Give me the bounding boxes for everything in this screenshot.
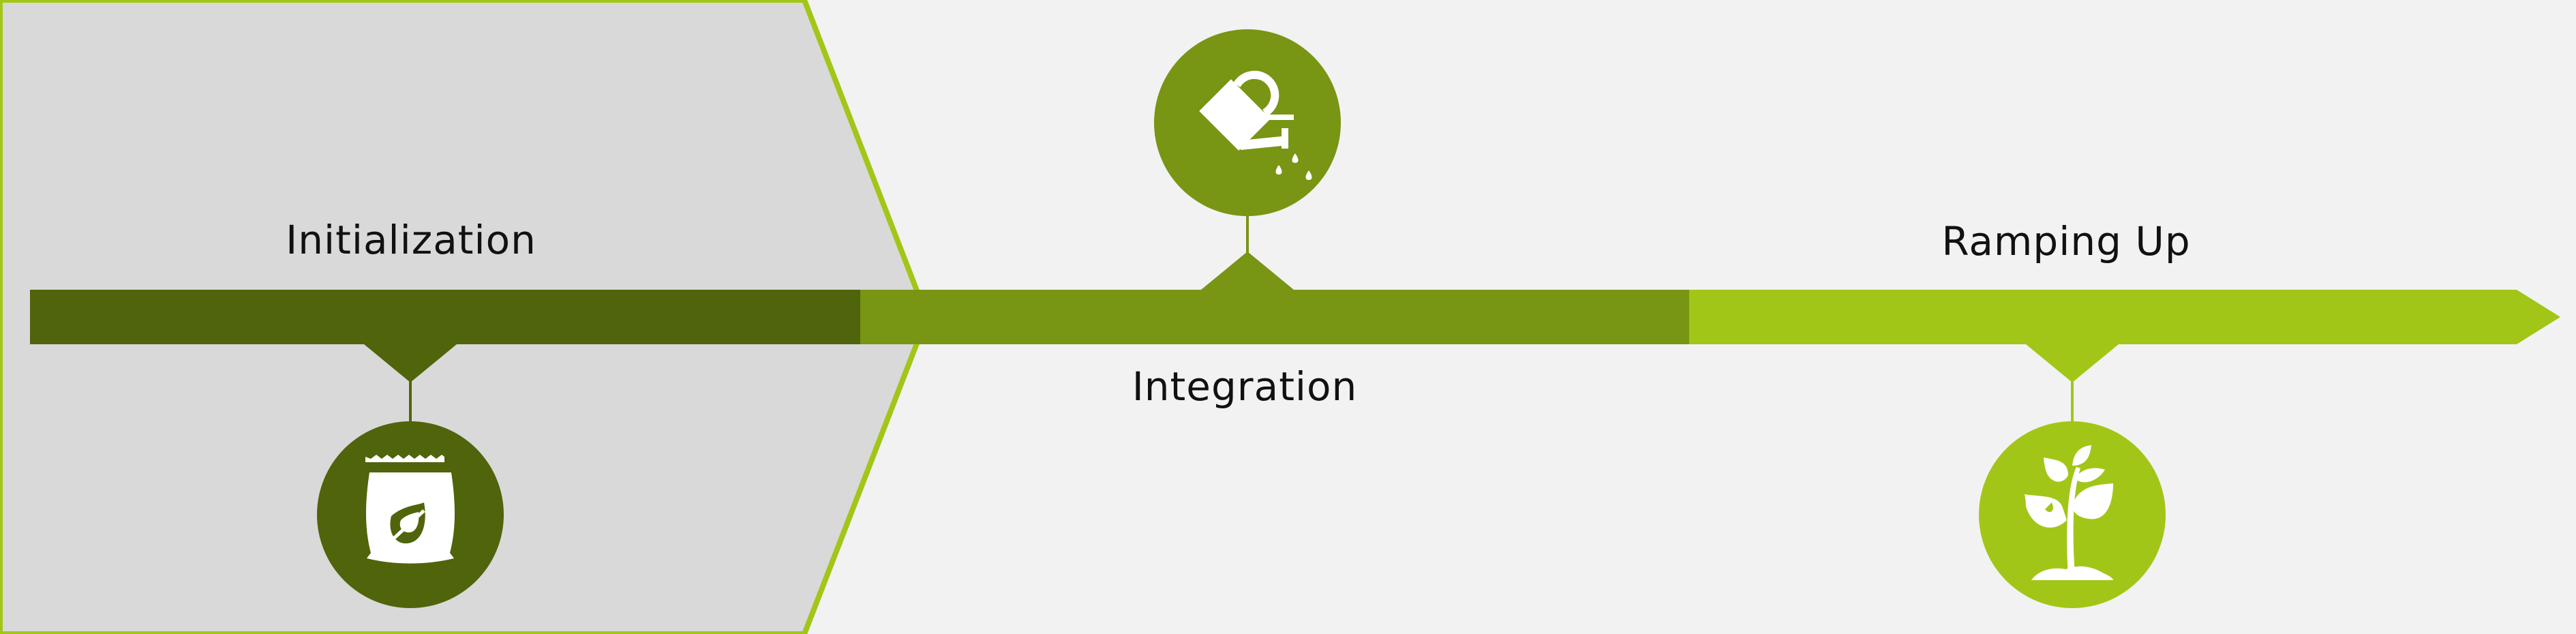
stage-label-integration: Integration xyxy=(1132,363,1358,410)
connector-notch xyxy=(1201,252,1294,290)
stage-label-ramping-up: Ramping Up xyxy=(1941,218,2191,265)
connector-notch xyxy=(364,344,457,382)
connector-notch xyxy=(2026,344,2119,382)
stage-marker-initialization xyxy=(317,344,504,608)
timeline-segment-integration xyxy=(860,290,1689,344)
timeline-segment-ramping-up xyxy=(1689,290,2560,344)
timeline-bar xyxy=(30,290,2560,344)
stage-marker-ramping-up xyxy=(1979,344,2166,608)
stage-label-initialization: Initialization xyxy=(286,217,536,263)
timeline-segment-initialization xyxy=(30,290,860,344)
stage-marker-integration xyxy=(1154,29,1341,290)
